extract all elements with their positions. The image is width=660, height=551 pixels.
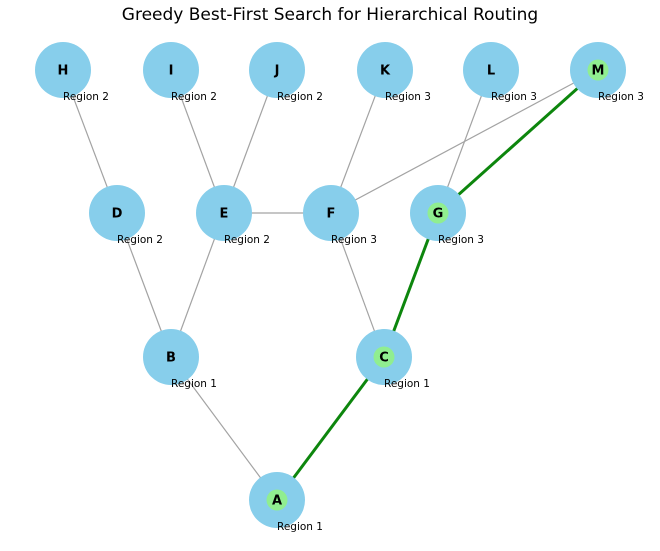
region-label-M: Region 3 xyxy=(598,91,644,103)
region-label-G: Region 3 xyxy=(438,234,484,246)
node-circle-K xyxy=(357,42,413,98)
node-label-F: F xyxy=(327,207,336,222)
edge-B-A xyxy=(170,356,278,501)
node-label-M: M xyxy=(592,64,605,79)
node-circle-B xyxy=(143,329,199,385)
region-label-H: Region 2 xyxy=(63,91,109,103)
node-label-C: C xyxy=(379,351,389,366)
region-label-D: Region 2 xyxy=(117,234,163,246)
node-label-B: B xyxy=(166,351,176,366)
path-highlight-M xyxy=(587,59,609,81)
region-label-I: Region 2 xyxy=(171,91,217,103)
region-label-B: Region 1 xyxy=(171,378,217,390)
region-label-E: Region 2 xyxy=(224,234,270,246)
path-highlight-C xyxy=(373,346,395,368)
path-highlight-A xyxy=(266,489,288,511)
node-circle-E xyxy=(196,185,252,241)
node-circle-J xyxy=(249,42,305,98)
node-label-K: K xyxy=(380,64,391,79)
node-label-D: D xyxy=(112,207,123,222)
node-circle-H xyxy=(35,42,91,98)
path-edge-G-M xyxy=(437,68,599,215)
node-label-G: G xyxy=(433,207,444,222)
node-label-H: H xyxy=(58,64,69,79)
node-label-A: A xyxy=(272,494,282,509)
chart-title: Greedy Best-First Search for Hierarchica… xyxy=(121,5,539,25)
node-circle-I xyxy=(143,42,199,98)
node-circle-D xyxy=(89,185,145,241)
path-highlight-G xyxy=(427,202,449,224)
node-label-I: I xyxy=(169,64,174,79)
node-circle-F xyxy=(303,185,359,241)
region-label-C: Region 1 xyxy=(384,378,430,390)
region-label-F: Region 3 xyxy=(331,234,377,246)
node-label-L: L xyxy=(487,64,495,79)
edge-M-F xyxy=(330,69,599,214)
region-label-J: Region 2 xyxy=(277,91,323,103)
region-label-K: Region 3 xyxy=(385,91,431,103)
node-circle-L xyxy=(463,42,519,98)
region-label-L: Region 3 xyxy=(491,91,537,103)
region-label-A: Region 1 xyxy=(277,521,323,533)
node-label-E: E xyxy=(220,207,229,222)
node-label-J: J xyxy=(274,64,280,79)
path-edge-A-C xyxy=(275,356,386,501)
